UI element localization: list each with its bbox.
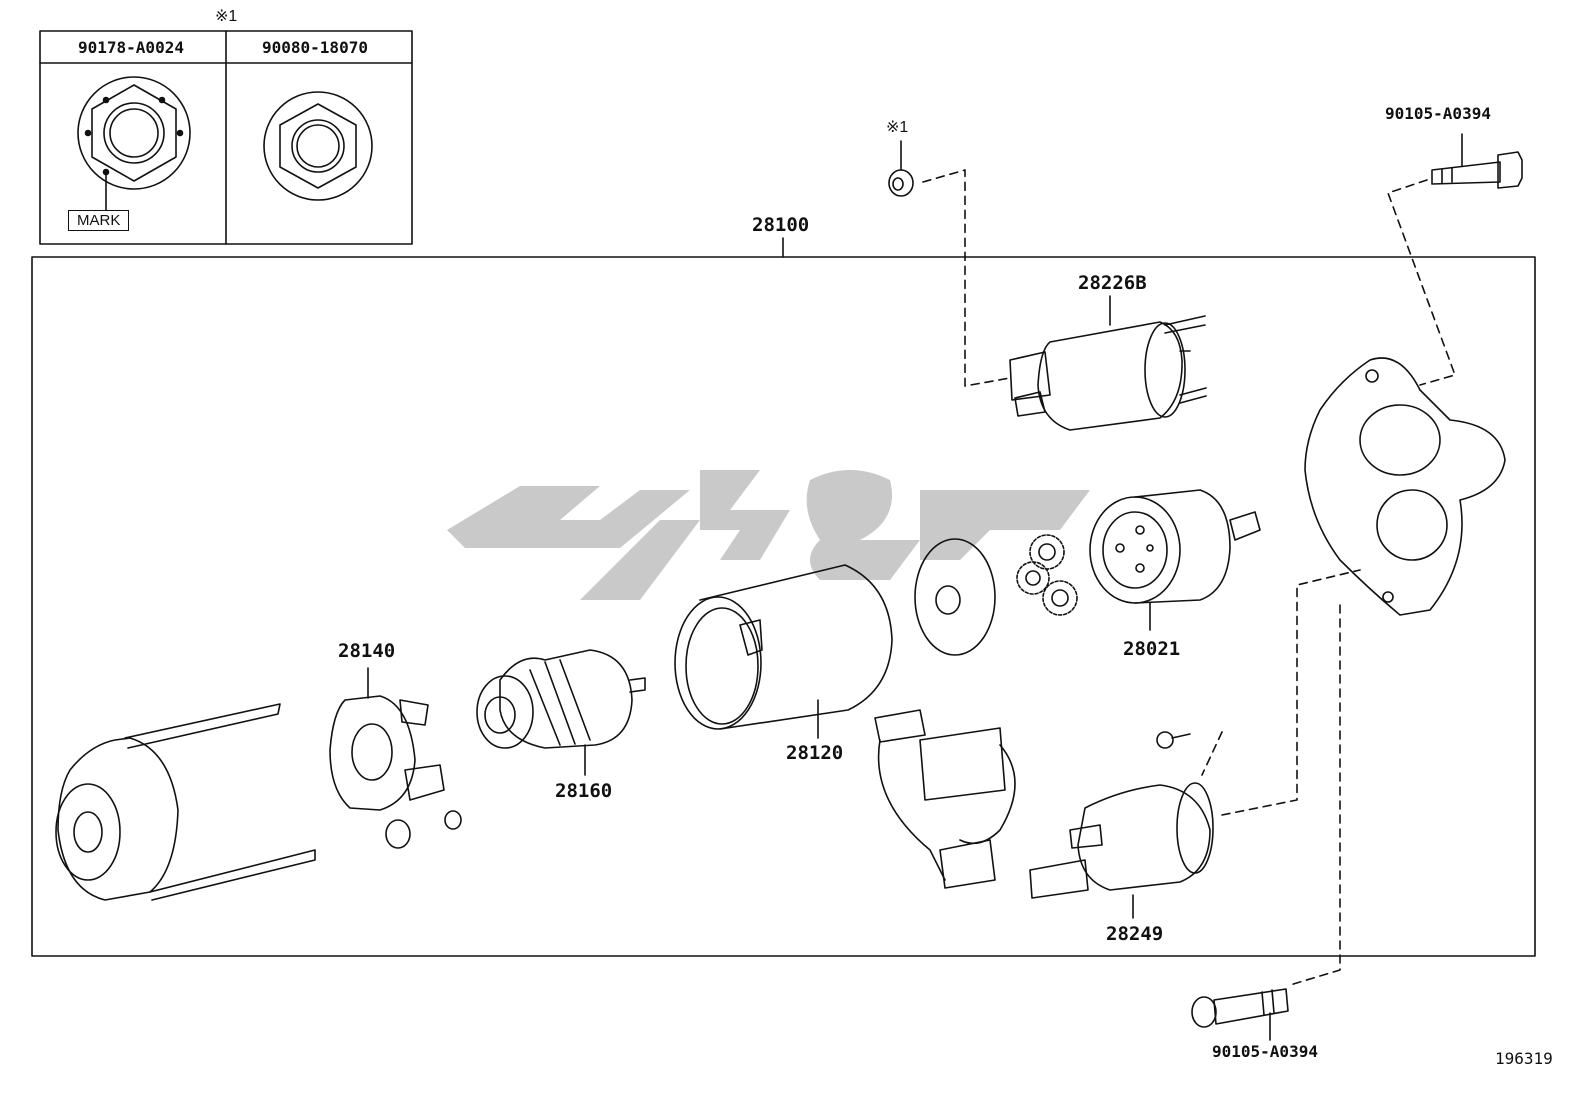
starter-housing-icon	[1029, 731, 1214, 919]
mark-label: MARK	[68, 210, 130, 231]
yoke-icon	[674, 564, 893, 739]
watermark-logo	[447, 470, 1090, 600]
callout-starter-housing: 28249	[1106, 923, 1164, 945]
callout-solenoid: 28226B	[1078, 272, 1147, 294]
inset-table	[39, 30, 413, 245]
nut-with-mark-icon	[77, 76, 191, 211]
callout-nut-note: ※1	[886, 119, 909, 136]
callout-bolt-top: 90105-A0394	[1385, 104, 1491, 123]
brush-holder-icon	[329, 667, 462, 849]
callout-bolt-bottom: 90105-A0394	[1212, 1042, 1318, 1061]
assembly-frame	[31, 237, 1536, 957]
planetary-gears-icon	[1016, 534, 1078, 616]
inset-part-number-1: 90178-A0024	[78, 38, 184, 57]
wire-harness-icon	[874, 709, 1016, 889]
inset-part-number-2: 90080-18070	[262, 38, 368, 57]
bolt-top-icon	[1431, 133, 1523, 189]
nut-icon	[263, 91, 373, 201]
armature-icon	[476, 649, 646, 776]
callout-clutch: 28021	[1123, 638, 1181, 660]
clutch-assembly-icon	[1089, 489, 1261, 631]
inset-note-mark: ※1	[215, 8, 238, 25]
callout-armature: 28160	[555, 780, 613, 802]
small-nut-icon	[888, 140, 914, 197]
drive-housing-icon	[1304, 357, 1506, 616]
solenoid-assembly-icon	[1009, 295, 1207, 431]
callout-yoke: 28120	[786, 742, 844, 764]
bolt-bottom-icon	[1191, 988, 1289, 1041]
dashed-leaders	[922, 169, 1456, 986]
callout-brush-holder: 28140	[338, 640, 396, 662]
callout-assembly: 28100	[752, 214, 810, 236]
document-number: 196319	[1495, 1049, 1553, 1068]
end-frame-icon	[55, 703, 316, 901]
cover-plate-icon	[914, 538, 996, 656]
